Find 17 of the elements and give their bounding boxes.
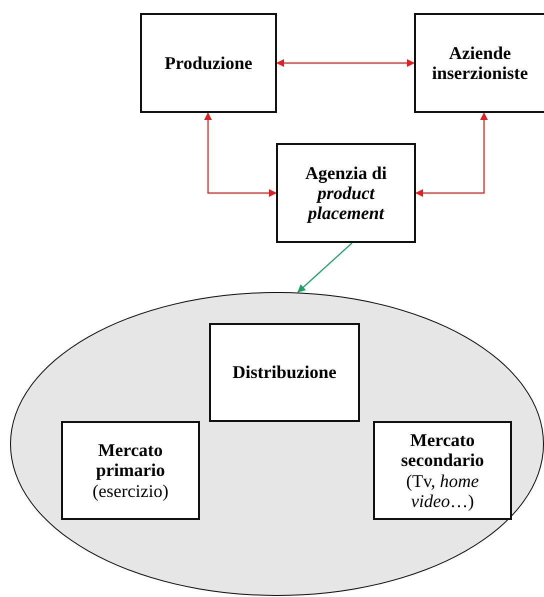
process-box — [414, 13, 544, 113]
process-box — [276, 143, 416, 243]
arrow — [415, 112, 488, 197]
arrow — [276, 59, 415, 67]
box-note: (esercizio) — [92, 480, 168, 501]
arrow — [297, 242, 352, 293]
process-box — [61, 421, 200, 520]
process-box — [209, 323, 360, 422]
box-note: (Tv, home video…) — [405, 470, 480, 512]
box-title: Mercato primario — [95, 440, 166, 481]
arrow — [204, 112, 277, 197]
process-box — [140, 13, 277, 113]
box-title: Distribuzione — [232, 362, 336, 383]
box-title: Aziende inserzioniste — [431, 42, 529, 84]
process-box — [373, 421, 512, 520]
box-title: Produzione — [164, 52, 252, 74]
box-title: Agenzia di product placement — [304, 162, 388, 224]
